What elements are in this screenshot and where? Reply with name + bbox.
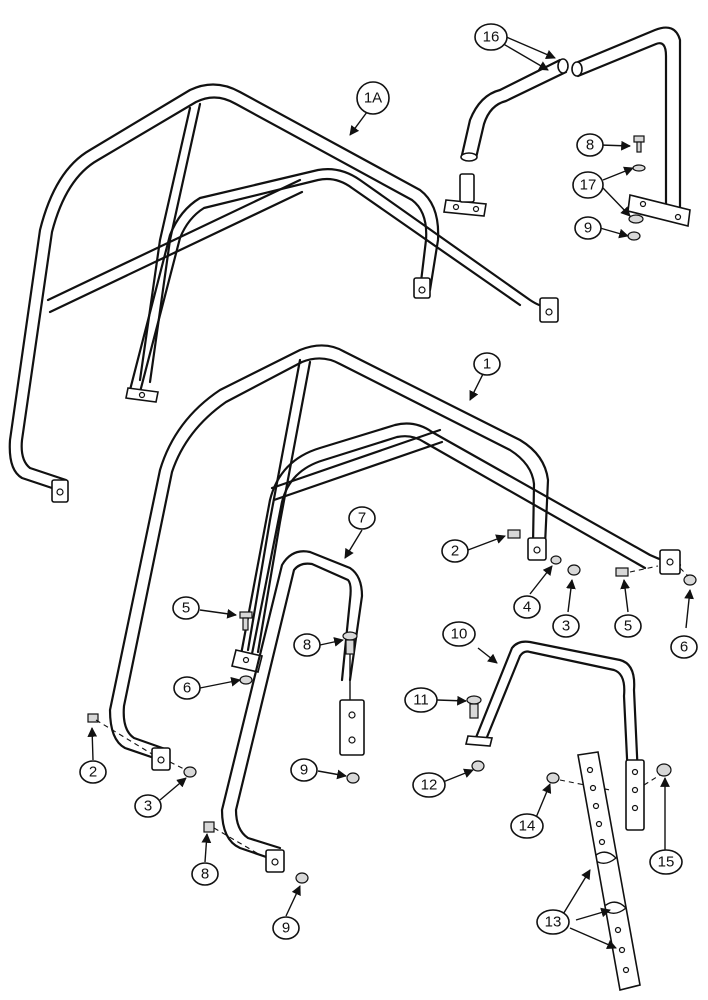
callout-10: 10 — [442, 621, 476, 647]
callout-15: 15 — [649, 849, 683, 875]
svg-text:9: 9 — [282, 920, 290, 937]
callout-6-right: 6 — [670, 635, 698, 659]
callout-2-left: 2 — [79, 760, 107, 784]
roll-bar-1 — [108, 344, 682, 771]
svg-text:9: 9 — [300, 762, 308, 779]
svg-text:17: 17 — [580, 177, 597, 194]
callout-14: 14 — [510, 813, 544, 839]
callout-8-mid: 8 — [293, 633, 321, 657]
svg-text:8: 8 — [586, 137, 594, 154]
callout-12: 12 — [412, 772, 446, 798]
hardware-roll-bar-1 — [87, 529, 697, 778]
callout-1: 1 — [473, 352, 501, 376]
svg-text:2: 2 — [451, 543, 459, 560]
svg-text:10: 10 — [451, 626, 468, 643]
callout-3-right: 3 — [552, 614, 580, 638]
callout-7: 7 — [348, 506, 376, 530]
svg-text:11: 11 — [413, 692, 429, 709]
callout-8-top: 8 — [576, 133, 604, 157]
callout-2-right: 2 — [441, 539, 469, 563]
callout-5-left: 5 — [172, 596, 200, 620]
callout-17: 17 — [572, 171, 604, 199]
svg-text:3: 3 — [144, 798, 152, 815]
callout-5-right: 5 — [614, 614, 642, 638]
svg-text:7: 7 — [358, 510, 366, 527]
svg-text:1A: 1A — [364, 90, 382, 107]
svg-text:15: 15 — [658, 854, 675, 871]
callout-labels: 1A 16 8 17 9 1 7 2 5 8 6 4 3 5 6 10 11 1… — [79, 23, 698, 940]
svg-text:12: 12 — [421, 777, 438, 794]
bar-7 — [203, 550, 365, 884]
svg-text:3: 3 — [562, 618, 570, 635]
callout-4: 4 — [513, 595, 541, 619]
callout-13: 13 — [536, 909, 570, 935]
svg-text:2: 2 — [89, 764, 97, 781]
callout-9-mid: 9 — [290, 758, 318, 782]
svg-text:14: 14 — [519, 818, 536, 835]
svg-text:1: 1 — [483, 356, 491, 373]
callout-9-bottom: 9 — [272, 916, 300, 940]
callout-3-left: 3 — [134, 794, 162, 818]
svg-text:9: 9 — [584, 220, 592, 237]
svg-text:13: 13 — [545, 914, 562, 931]
svg-text:8: 8 — [201, 866, 209, 883]
svg-text:4: 4 — [523, 599, 531, 616]
callout-9-top: 9 — [574, 216, 602, 240]
callout-1a: 1A — [356, 81, 390, 115]
svg-text:6: 6 — [680, 639, 688, 656]
svg-text:5: 5 — [182, 600, 190, 617]
roll-bar-1a — [8, 83, 559, 503]
svg-text:6: 6 — [183, 680, 191, 697]
svg-text:5: 5 — [624, 618, 632, 635]
svg-text:16: 16 — [483, 29, 500, 46]
bar-assembly-16 — [443, 26, 691, 227]
callout-11: 11 — [404, 687, 438, 713]
callout-6-left: 6 — [173, 676, 201, 700]
callout-16: 16 — [474, 23, 508, 51]
hardware-16-group — [627, 135, 646, 241]
leader-lines — [87, 35, 694, 949]
bracket-10 — [464, 640, 672, 831]
svg-text:8: 8 — [303, 637, 311, 654]
callout-8-bottom: 8 — [191, 862, 219, 886]
